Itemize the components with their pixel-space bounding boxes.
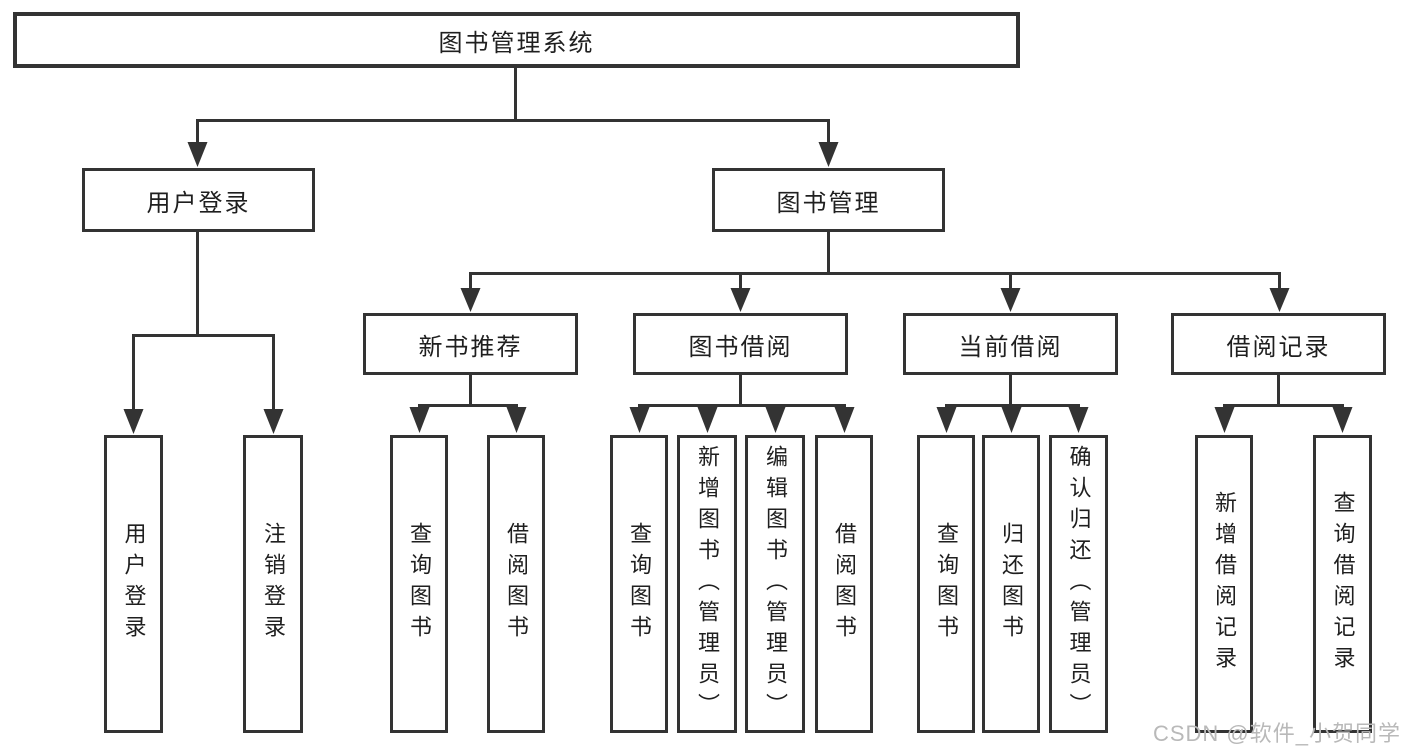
node-new-book-recommendation: 新书推荐	[363, 313, 578, 375]
node-label: 图书借阅	[688, 333, 793, 361]
node-label: 借阅图书	[832, 522, 857, 646]
node-leaf-return-books: 归还图书	[982, 435, 1040, 733]
node-label: 借阅图书	[504, 522, 529, 646]
node-label: 查询借阅记录	[1330, 491, 1356, 677]
node-label: 新增借阅记录	[1212, 491, 1237, 677]
node-label: 查询图书	[627, 522, 652, 646]
node-label: 借阅记录	[1226, 333, 1331, 361]
node-label: 图书管理系统	[438, 29, 595, 57]
node-user-login-module: 用户登录	[82, 168, 315, 232]
node-leaf-confirm-return-admin: 确认归还（管理员）	[1049, 435, 1108, 733]
node-label: 编辑图书（管理员）	[763, 444, 788, 724]
node-leaf-query-books-recommend: 查询图书	[390, 435, 448, 733]
node-leaf-query-borrow-record: 查询借阅记录	[1313, 435, 1372, 733]
node-leaf-user-login: 用户登录	[104, 435, 163, 733]
node-leaf-add-books-admin: 新增图书（管理员）	[677, 435, 737, 733]
node-label: 确认归还（管理员）	[1066, 444, 1092, 724]
node-label: 注销登录	[261, 522, 286, 646]
node-leaf-add-borrow-record: 新增借阅记录	[1195, 435, 1253, 733]
node-label: 查询图书	[934, 522, 959, 646]
node-leaf-query-books-borrow: 查询图书	[610, 435, 668, 733]
node-leaf-borrow-books: 借阅图书	[815, 435, 873, 733]
node-label: 新书推荐	[418, 333, 523, 361]
node-library-management-system: 图书管理系统	[13, 12, 1020, 68]
node-borrowing-records: 借阅记录	[1171, 313, 1386, 375]
node-label: 图书管理	[776, 189, 881, 217]
node-label: 新增图书（管理员）	[695, 444, 720, 724]
node-label: 当前借阅	[958, 333, 1063, 361]
node-book-borrowing: 图书借阅	[633, 313, 848, 375]
node-leaf-logout: 注销登录	[243, 435, 303, 733]
node-leaf-query-books-current: 查询图书	[917, 435, 975, 733]
node-label: 用户登录	[121, 522, 147, 646]
node-leaf-borrow-books-recommend: 借阅图书	[487, 435, 545, 733]
node-current-borrowing: 当前借阅	[903, 313, 1118, 375]
node-label: 查询图书	[407, 522, 432, 646]
node-label: 归还图书	[999, 522, 1024, 646]
node-book-management-module: 图书管理	[712, 168, 945, 232]
node-leaf-edit-books-admin: 编辑图书（管理员）	[745, 435, 805, 733]
csdn-watermark: CSDN @软件_小贺同学	[1152, 721, 1401, 746]
node-label: 用户登录	[146, 189, 251, 217]
